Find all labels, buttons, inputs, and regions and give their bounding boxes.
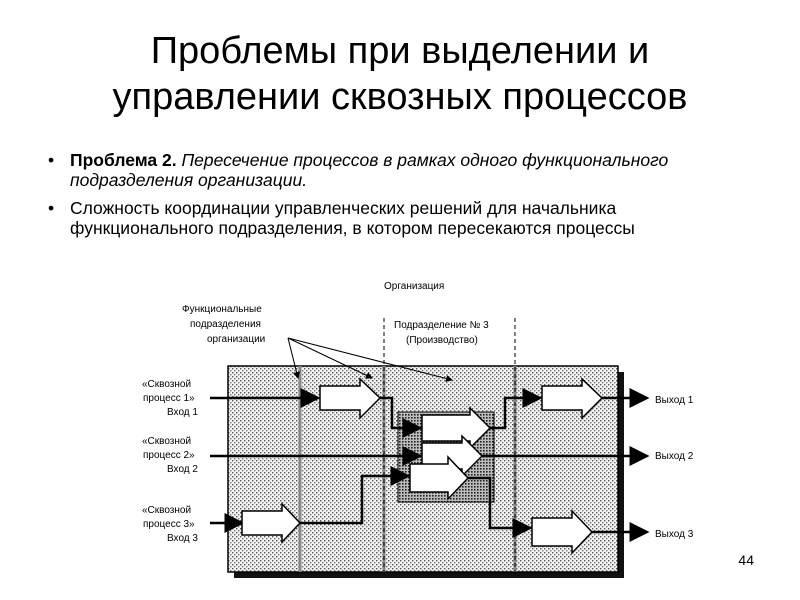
func-label-3: организации: [207, 334, 265, 345]
bullet-2-text: Сложность координации управленческих реш…: [70, 198, 635, 238]
output-3-label: Выход 3: [655, 529, 694, 540]
process-3-flow: [210, 466, 650, 542]
input-1-line-3: Вход 1: [167, 407, 198, 418]
step-1-dept3-arrow: [421, 406, 492, 450]
slide-number: 44: [738, 552, 754, 568]
input-3-line-2: процесс 3»: [143, 519, 195, 530]
bullet-1-bold: Проблема 2.: [70, 150, 177, 170]
input-1-line-2: процесс 1»: [143, 393, 195, 404]
input-1-line-1: «Сквозной: [142, 379, 191, 390]
input-2-line-1: «Сквозной: [142, 436, 191, 447]
input-3-line-3: Вход 3: [167, 533, 198, 544]
process-1-flow: [210, 388, 650, 438]
org-label: Организация: [384, 281, 444, 292]
input-2-line-2: процесс 2»: [143, 450, 195, 461]
dept-label-1: Подразделение № 3: [394, 320, 489, 331]
pointer-line-3: [287, 337, 453, 382]
bullet-list: Проблема 2. Пересечение процессов в рамк…: [48, 150, 688, 246]
title-line-1: Проблемы при выделении и: [150, 30, 650, 72]
step-3-dept4-arrow: [531, 509, 594, 555]
input-3-line-1: «Сквозной: [142, 505, 191, 516]
func-label-1: Функциональные: [182, 304, 262, 315]
func-label-2: подразделения: [190, 319, 261, 330]
pointer-line-1: [287, 337, 300, 379]
pointer-line-2: [287, 337, 373, 379]
slide-title: Проблемы при выделении и управлении скво…: [0, 28, 800, 120]
step-3-dept1-arrow: [241, 502, 302, 544]
bullet-2: Сложность координации управленческих реш…: [48, 198, 688, 238]
step-3-dept3-arrow: [409, 455, 470, 501]
bullet-1: Проблема 2. Пересечение процессов в рамк…: [48, 150, 688, 190]
output-2-label: Выход 2: [655, 451, 694, 462]
input-2-line-3: Вход 2: [167, 464, 198, 475]
step-1-dept4-arrow: [541, 377, 604, 420]
output-1-label: Выход 1: [655, 395, 694, 406]
dept-label-2: (Производство): [406, 335, 478, 346]
title-line-2: управлении сквозных процессов: [112, 76, 688, 118]
bullet-1-text: Пересечение процессов в рамках одного фу…: [70, 150, 669, 190]
step-1-dept2-arrow: [319, 377, 382, 420]
